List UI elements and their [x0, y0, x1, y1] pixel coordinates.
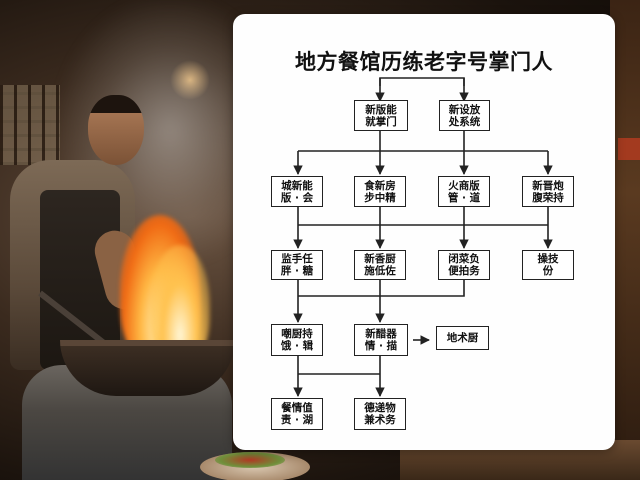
- diagram-connectors: [293, 77, 553, 397]
- chef-head: [88, 95, 144, 165]
- node-row4-side: 地术厨: [436, 326, 489, 350]
- node-row2-col3: 火商版 管 · 道: [438, 176, 490, 207]
- connector: [379, 77, 465, 86]
- node-top-left: 新版能 就掌门: [354, 100, 408, 131]
- wok: [60, 340, 235, 396]
- bowl-food: [215, 452, 285, 468]
- right-wall: [610, 0, 640, 480]
- node-row4-col2: 新醋器 情 · 描: [354, 324, 408, 356]
- diagram-title: 地方餐馆历练老字号掌门人: [295, 50, 553, 74]
- node-row4-col1: 嘲厨持 饿 · 辑: [271, 324, 323, 356]
- node-row2-col4: 新晋炮 腹荣持: [522, 176, 574, 207]
- node-row2-col1: 城新能 版 · 会: [271, 176, 323, 207]
- diagram-card: 地方餐馆历练老字号掌门人: [233, 14, 615, 450]
- red-sign: [618, 138, 640, 160]
- lattice-window: [0, 85, 60, 165]
- connector: [298, 280, 465, 297]
- node-row3-col4: 操技 份: [522, 250, 574, 280]
- node-row5-col2: 德递物 兼术务: [354, 398, 406, 430]
- node-row3-col3: 闭菜负 便拍务: [438, 250, 490, 280]
- node-row3-col2: 新香厨 施低佐: [354, 250, 406, 280]
- node-row2-col2: 食新房 步中精: [354, 176, 406, 207]
- node-top-right: 新设放 处系统: [439, 100, 490, 131]
- node-row3-col1: 监手任 胖 · 糖: [271, 250, 323, 280]
- node-row5-col1: 餐情值 责 · 湖: [271, 398, 323, 430]
